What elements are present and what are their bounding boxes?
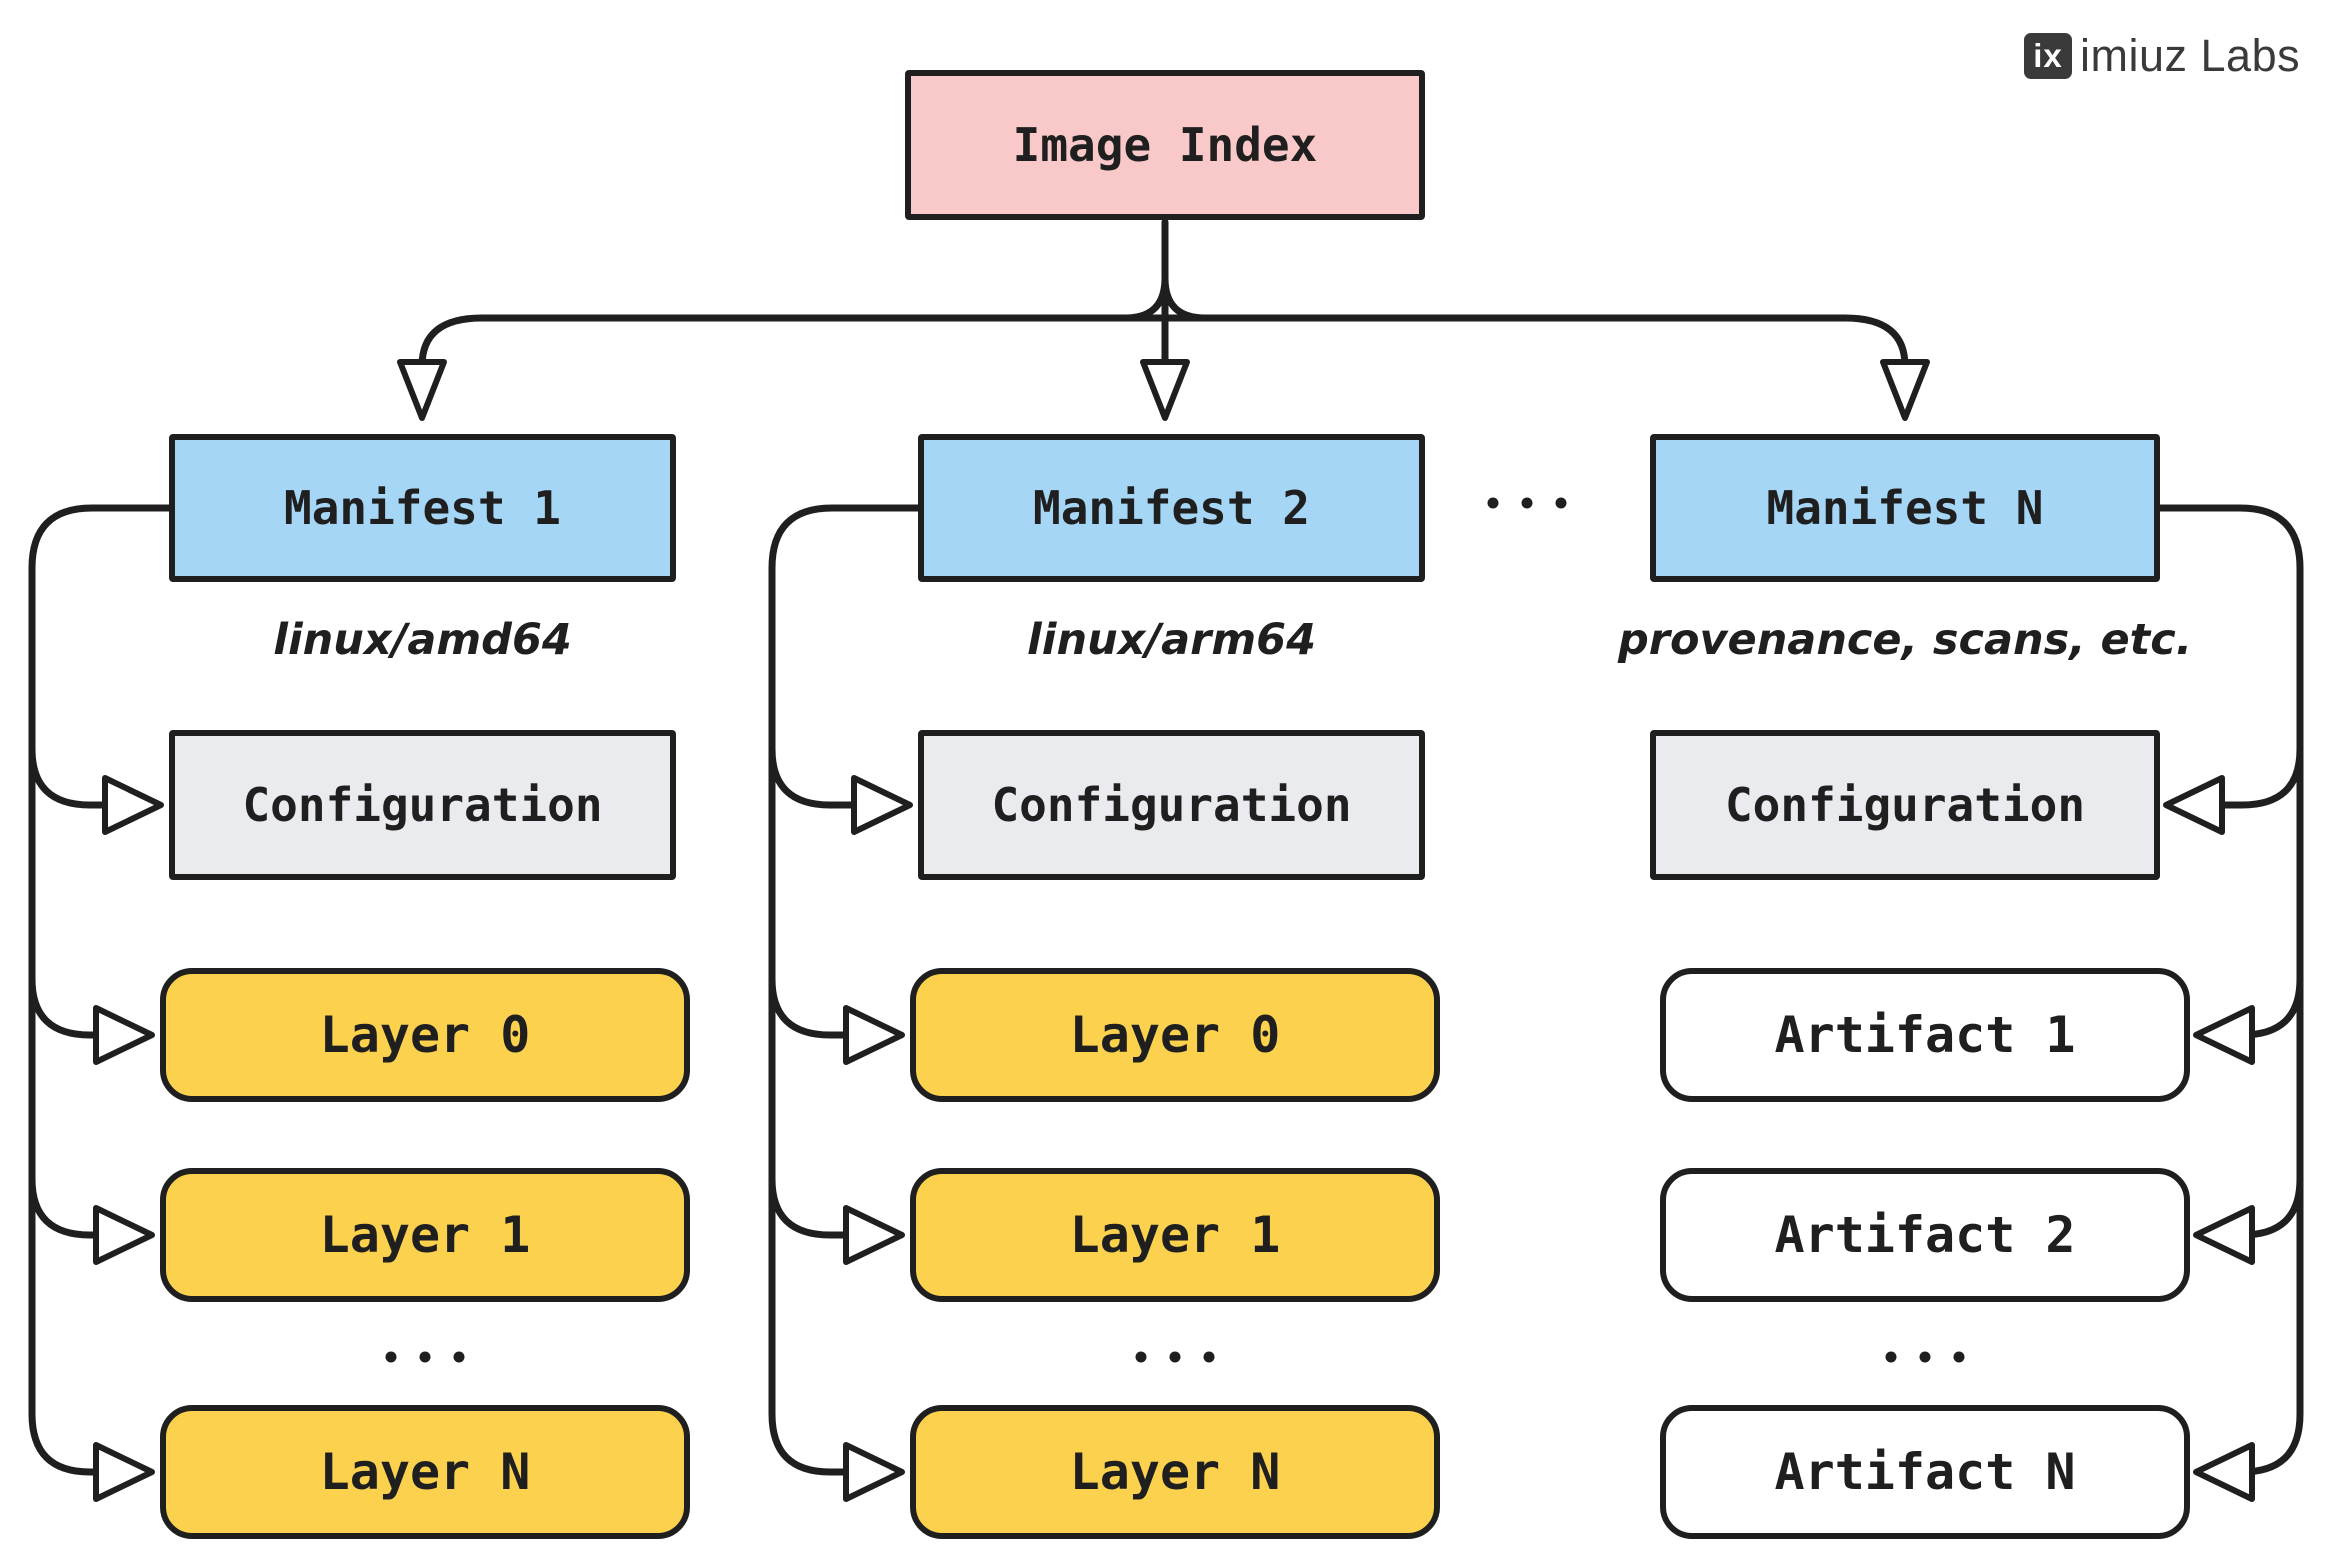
manifest-1-node: Manifest 1 <box>169 434 676 582</box>
manifest-1-caption: linux/amd64 <box>273 615 572 665</box>
manifest-2-layer-n-node: Layer N <box>910 1405 1440 1539</box>
manifestN-children-connector <box>2156 504 2304 1502</box>
manifest-2-layer-0-node: Layer 0 <box>910 968 1440 1102</box>
ellipsis-dots <box>1135 1351 1215 1363</box>
manifest-n-node: Manifest N <box>1650 434 2160 582</box>
image-index-node: Image Index <box>905 70 1425 220</box>
manifest-1-layer-n-node: Layer N <box>160 1405 690 1539</box>
manifest-2-node: Manifest 2 <box>918 434 1425 582</box>
manifest-n-configuration-node: Configuration <box>1650 730 2160 880</box>
ellipsis-dots <box>385 1351 465 1363</box>
manifest-1-configuration-node: Configuration <box>169 730 676 880</box>
artifact-n-node: Artifact N <box>1660 1405 2190 1539</box>
ellipsis-dots <box>1487 497 1567 509</box>
manifest-2-configuration-node: Configuration <box>918 730 1425 880</box>
manifest-2-caption: linux/arm64 <box>1026 615 1316 665</box>
index-to-manifests-connector <box>397 218 1930 421</box>
manifest2-children-connector <box>768 504 922 1502</box>
manifest-n-caption: provenance, scans, etc. <box>1617 615 2193 665</box>
artifact-2-node: Artifact 2 <box>1660 1168 2190 1302</box>
logo-text: imiuz Labs <box>2080 30 2301 81</box>
manifest-1-layer-1-node: Layer 1 <box>160 1168 690 1302</box>
ix-logo-icon: ix <box>2024 33 2072 79</box>
manifest1-children-connector <box>28 504 173 1502</box>
artifact-1-node: Artifact 1 <box>1660 968 2190 1102</box>
manifest-1-layer-0-node: Layer 0 <box>160 968 690 1102</box>
manifest-2-layer-1-node: Layer 1 <box>910 1168 1440 1302</box>
ellipsis-dots <box>1885 1351 1965 1363</box>
iximiuz-labs-logo: ix imiuz Labs <box>2024 30 2300 82</box>
